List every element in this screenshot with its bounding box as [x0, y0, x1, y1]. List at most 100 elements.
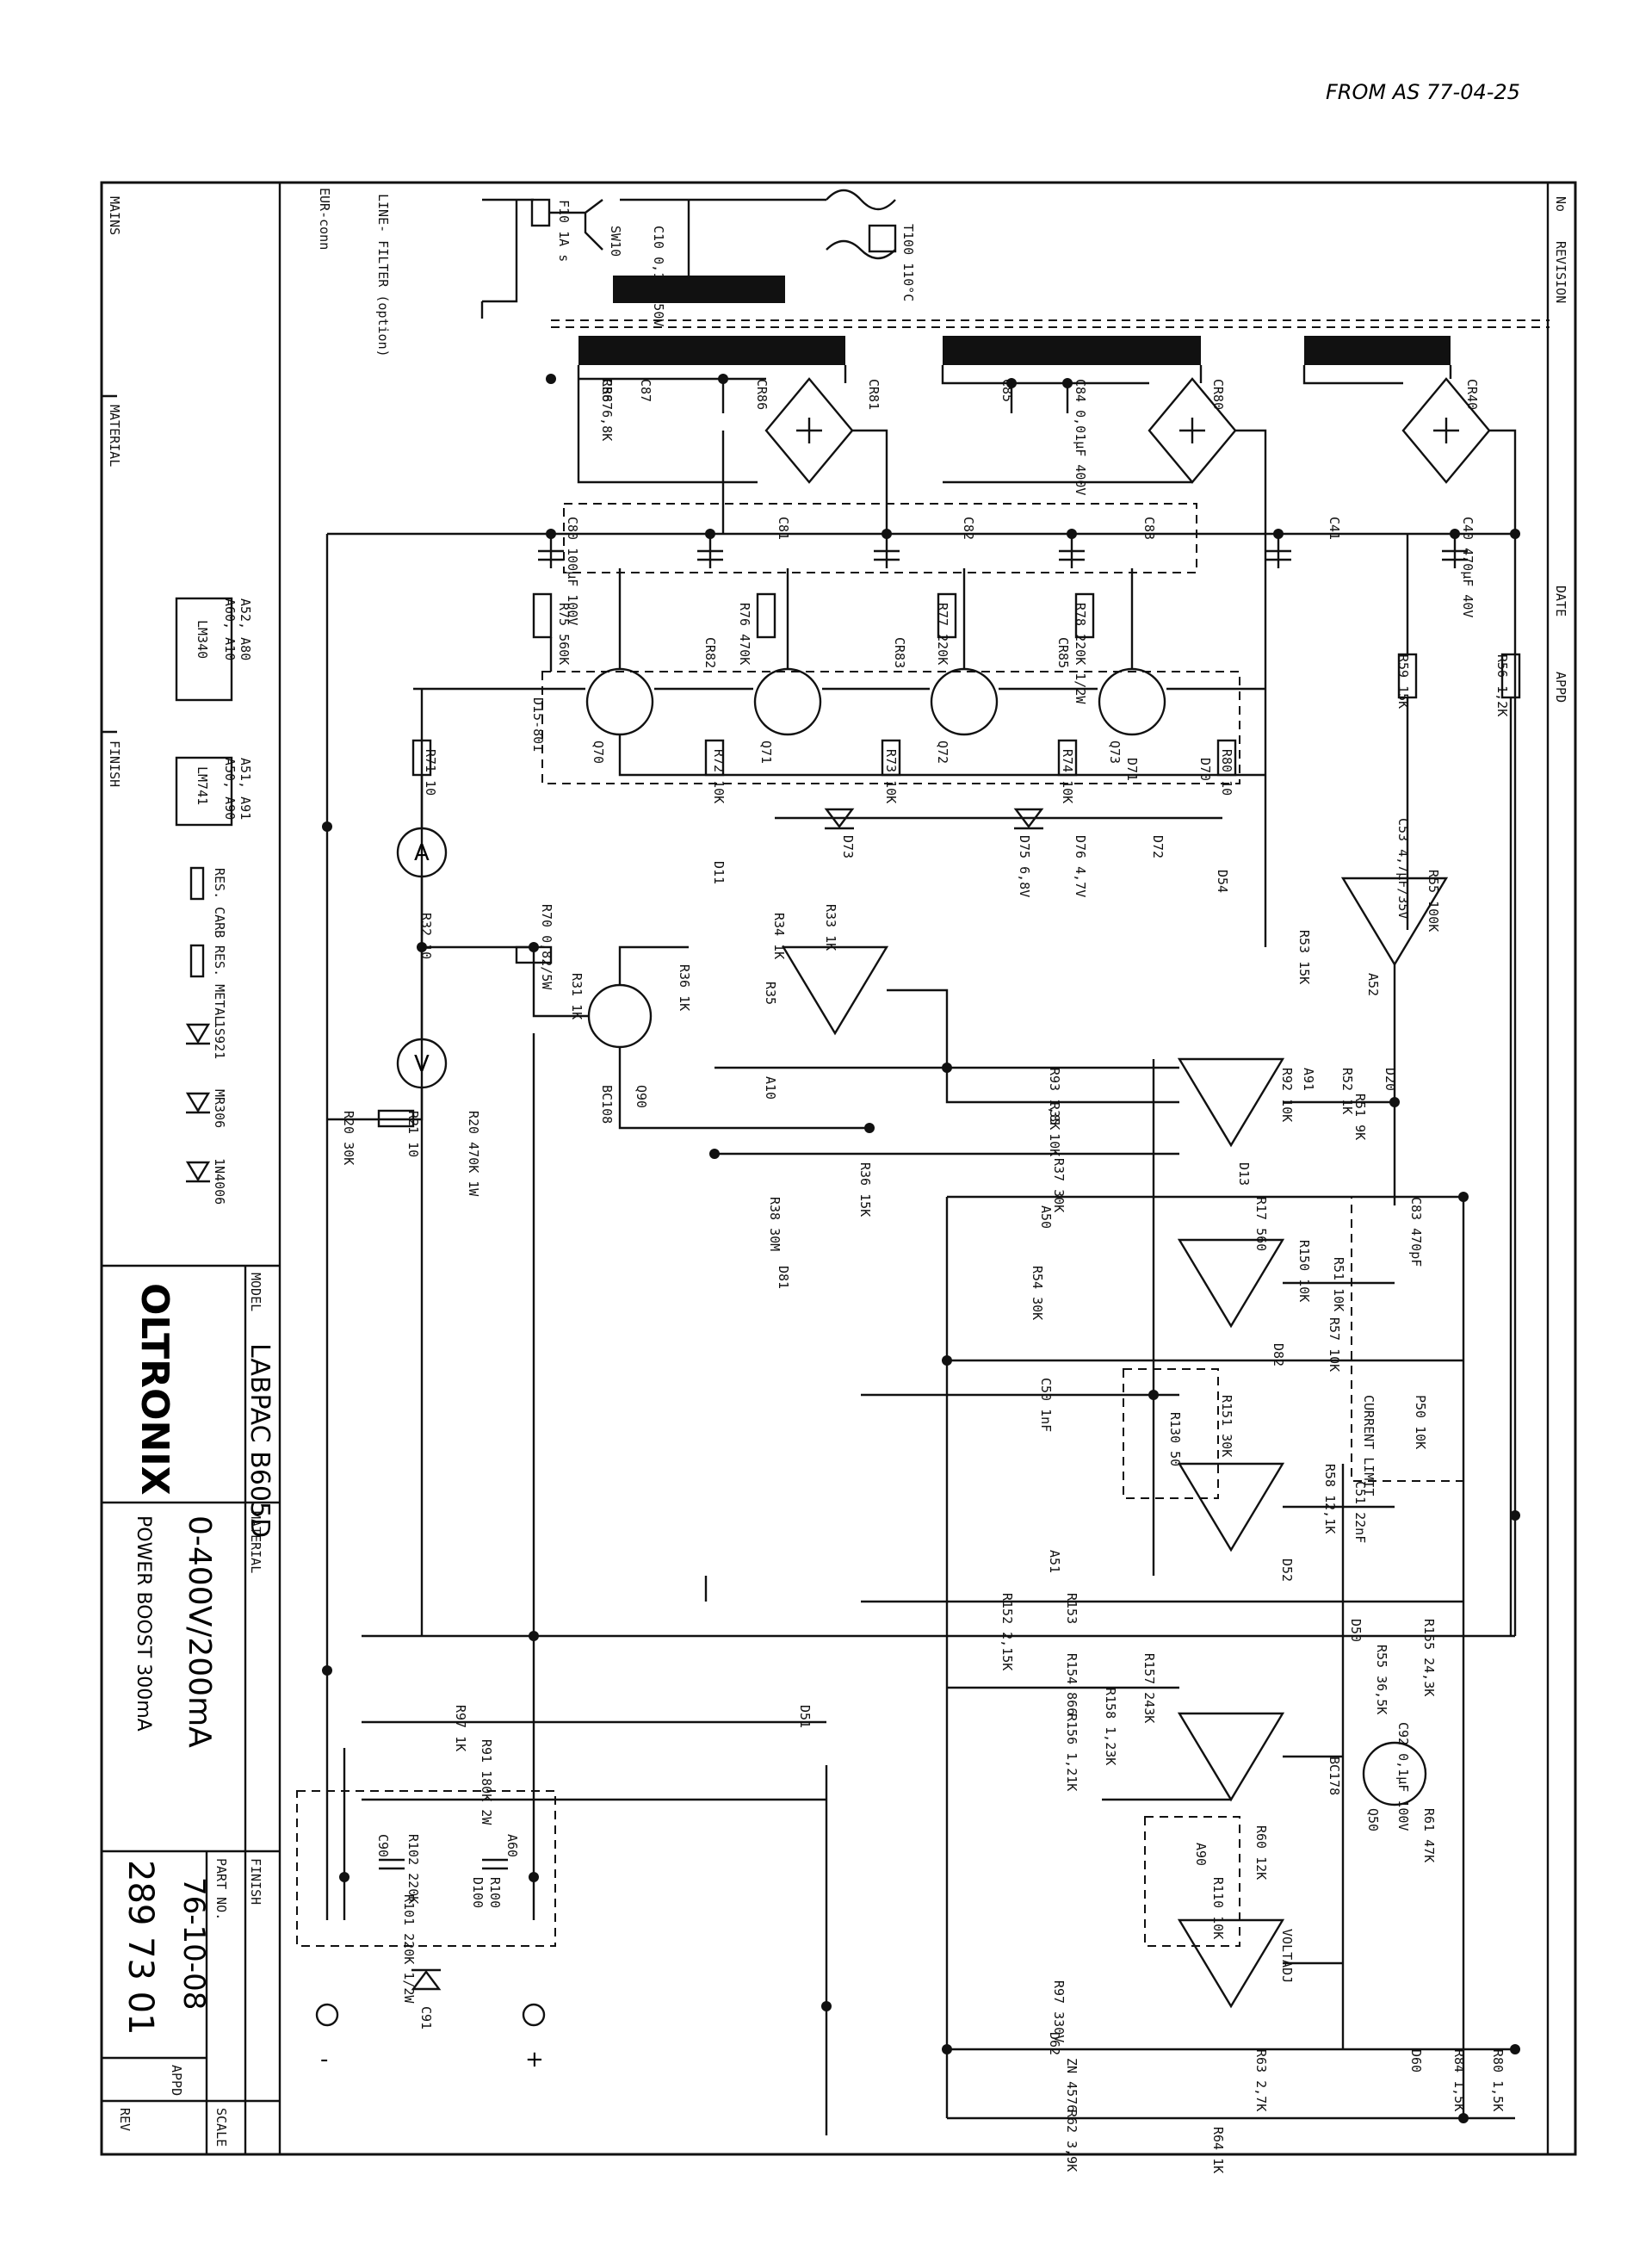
component-label: R20 30K: [341, 1111, 356, 1165]
component-label: D54: [1215, 870, 1230, 893]
secondary-core-2: [943, 336, 1201, 365]
component-label: Q72: [935, 741, 950, 764]
bridge-cr81: [764, 377, 854, 484]
component-label: R97 1K: [453, 1705, 468, 1751]
component-label: R52 1K: [1339, 1068, 1355, 1114]
component-label: C51 22nF: [1352, 1481, 1368, 1543]
legend-zener-2: MR306: [212, 1089, 227, 1128]
secondary-core-1: [578, 336, 845, 365]
component-label: D50: [1348, 1619, 1364, 1642]
component-label: A50: [1038, 1205, 1054, 1229]
component-label: R73 10K: [883, 749, 899, 803]
rev-date: DATE: [1553, 586, 1568, 617]
revision-strip: No REVISION DATE APPD: [1553, 196, 1568, 703]
component-label: R55 100K: [1426, 870, 1441, 932]
component-label: CR83: [892, 637, 907, 668]
component-label: R153: [1064, 1593, 1080, 1624]
zener-2-symbol: [185, 1092, 211, 1114]
part-no-label: PART NO.: [213, 1858, 229, 1920]
transistor-q71: [753, 667, 822, 736]
negative-terminal-label: -: [320, 2047, 328, 2073]
legend: LM340 A52, A80A60, A10 LM741 A51, A91A50…: [175, 597, 253, 1205]
component-label: C91: [418, 2006, 434, 2029]
component-label: A10: [763, 1076, 778, 1100]
component-label: R57 10K: [1327, 1317, 1342, 1372]
legend-zener-1: 1S921: [212, 1020, 227, 1059]
component-label: C40 470µF 40V: [1460, 517, 1475, 617]
component-label: D71: [1124, 758, 1140, 781]
component-label: R80 1,5K: [1490, 2049, 1506, 2111]
switch-label: SW10: [608, 226, 623, 257]
component-label: D60: [1408, 2049, 1424, 2073]
component-label: Q70: [591, 741, 606, 764]
current-limit-box: [1123, 1368, 1219, 1499]
series-pass-stack: [411, 534, 1521, 1636]
component-label: CR86: [754, 379, 770, 410]
rectifier-wiring: [577, 365, 1517, 534]
junctions: [322, 374, 1520, 2123]
component-label: R61 47K: [1421, 1808, 1437, 1862]
legend-res-metal: RES. METAL: [212, 945, 227, 1023]
component-label: C50 1nF: [1038, 1378, 1054, 1432]
thermal-fuse-label: T100 110°C: [900, 224, 916, 301]
fuse-f10: [530, 198, 551, 227]
component-label: C82: [961, 517, 976, 540]
opamp-a60: [1177, 1918, 1285, 2009]
component-label: R60 12K: [1253, 1825, 1269, 1880]
component-label: R97 330V: [1051, 1980, 1067, 2042]
component-label: R75 560K: [556, 603, 572, 665]
mains-wiring: [480, 189, 896, 319]
component-label: R17 560: [1253, 1197, 1269, 1251]
voltadj-box: [1144, 1816, 1240, 1947]
component-label: R34 1K: [771, 913, 787, 959]
component-label: A52: [1365, 973, 1381, 996]
component-label: R32 10: [418, 913, 434, 959]
component-label: R35 10K: [1047, 1102, 1062, 1156]
component-label: D75 6,8V: [1017, 835, 1032, 897]
component-label: R63 2,7K: [1253, 2049, 1269, 2111]
drawing-frame: [100, 181, 1577, 2156]
appd-label: APPD: [169, 2065, 184, 2096]
stamp-note: FROM AS 77-04-25: [1326, 80, 1520, 104]
legend-ic2-label: A51, A91A50, A90: [222, 758, 253, 820]
component-label: Q73: [1107, 741, 1123, 764]
component-label: Q50: [1365, 1808, 1381, 1831]
component-label: D52: [1279, 1558, 1295, 1582]
component-label: R51 10K: [1331, 1257, 1346, 1311]
bridge-cr40: [1401, 377, 1491, 484]
rev-revision: REVISION: [1553, 241, 1568, 303]
title-block: MODEL LABPAC B605D MATERIAL FINISH OLTRO…: [102, 1264, 280, 2154]
component-label: R92 10K: [1279, 1068, 1295, 1122]
transistor-q90: [587, 983, 653, 1049]
component-label: R51 9K: [1352, 1094, 1368, 1140]
output-metering: A V: [327, 775, 869, 1130]
component-label: C85: [999, 379, 1015, 402]
component-label: A51: [1047, 1550, 1062, 1573]
positive-terminal: [522, 2003, 546, 2027]
component-label: D100: [470, 1877, 486, 1908]
component-label: R101 220K 1/2W: [401, 1894, 417, 2004]
transistor-q72: [930, 667, 999, 736]
component-label: R102 220K: [405, 1834, 421, 1904]
model-name: LABPAC B605D: [244, 1343, 275, 1538]
component-label: R70 0,82/5W: [539, 904, 554, 990]
component-label: R38 30M: [767, 1197, 783, 1251]
rev-no: No: [1553, 196, 1568, 212]
component-label: D20: [1383, 1068, 1398, 1091]
component-label: Q90: [634, 1085, 649, 1108]
component-label: R31 1K: [569, 973, 585, 1019]
finish-label-2: FINISH: [248, 1858, 263, 1905]
scale-label: SCALE: [213, 2108, 229, 2147]
ic-package-lm340: [175, 597, 233, 702]
component-label: C87: [638, 379, 653, 402]
component-label: C90: [375, 1834, 391, 1857]
component-label: ZN 4576: [1064, 2058, 1080, 2112]
opamp-a51: [1177, 1462, 1285, 1552]
component-label: CR80: [1210, 379, 1226, 410]
eur-connector-label: EUR-conn: [317, 188, 332, 250]
component-label: R130 50: [1167, 1412, 1183, 1466]
component-label: P50 10K: [1413, 1395, 1428, 1449]
rev-label: REV: [117, 2108, 133, 2131]
component-label: R36 15K: [857, 1162, 873, 1217]
